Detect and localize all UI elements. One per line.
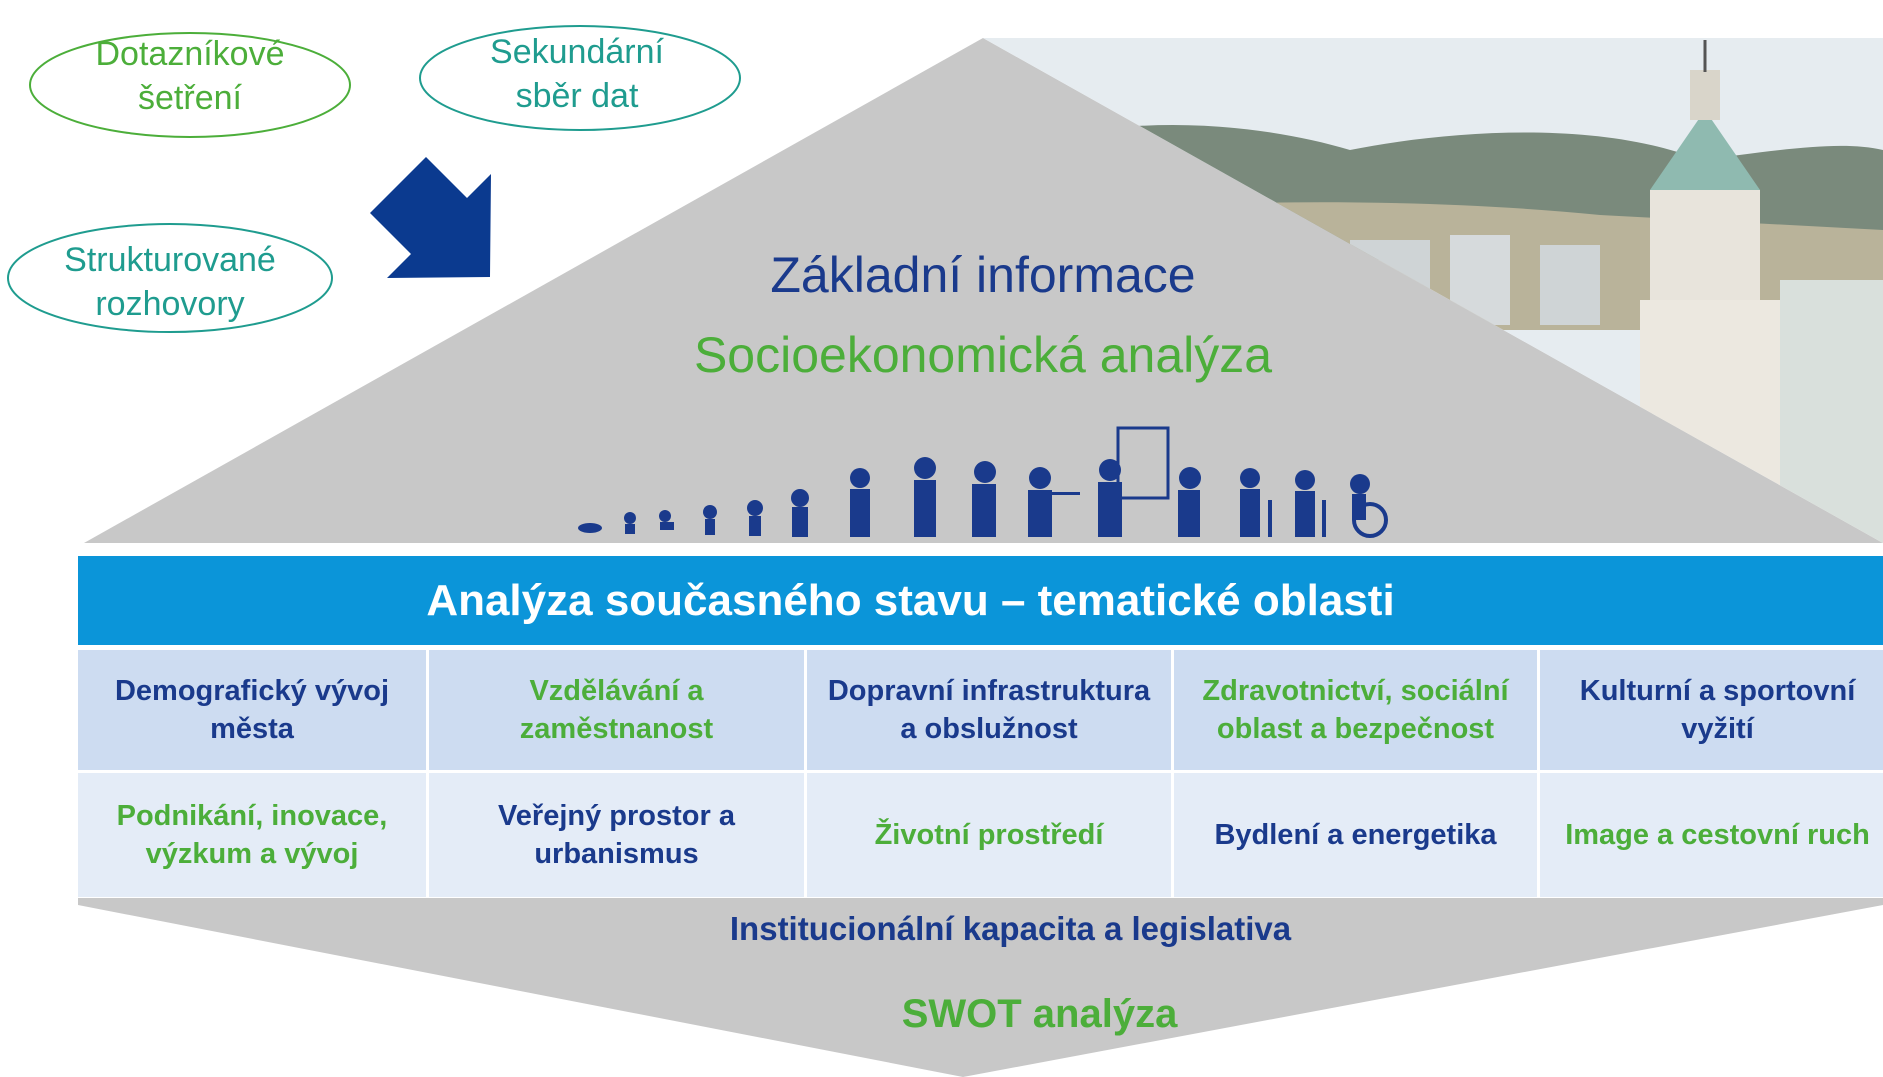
topic-cell: Kulturní a sportovní vyžití: [1540, 650, 1883, 770]
topic-cell: Bydlení a energetika: [1174, 773, 1537, 897]
topic-cell: Životní prostředí: [807, 773, 1171, 897]
topic-cell: Vzdělávání a zaměstnanost: [429, 650, 804, 770]
topic-cell: Zdravotnictví, sociální oblast a bezpečn…: [1174, 650, 1537, 770]
oval-line2: šetření: [138, 79, 242, 117]
topic-cell: Dopravní infrastruktura a obslužnost: [807, 650, 1171, 770]
oval-line1: Sekundární: [490, 33, 664, 71]
banner-title: Analýza současného stavu – tematické obl…: [426, 575, 1395, 625]
topic-cell: Demografický vývoj města: [78, 650, 426, 770]
arrow-down-right-icon: [370, 157, 491, 278]
topics-grid: Demografický vývoj města Vzdělávání a za…: [78, 650, 1883, 898]
swot-label: SWOT analýza: [0, 992, 1883, 1037]
lower-funnel: [78, 898, 1883, 1077]
oval-label-strukturovane: Strukturované rozhovory: [20, 238, 320, 326]
oval-sekundarni: [419, 25, 741, 131]
oval-label-dotaznikove: Dotazníkové šetření: [50, 32, 330, 120]
topic-cell: Veřejný prostor a urbanismus: [429, 773, 804, 897]
upper-triangle: [84, 38, 1883, 543]
oval-line1: Dotazníkové: [95, 35, 285, 73]
life-stages-icon: [578, 426, 1388, 538]
oval-strukturovane: [7, 223, 333, 333]
institutional-label: Institucionální kapacita a legislativa: [0, 910, 1883, 948]
oval-label-sekundarni: Sekundární sběr dat: [437, 30, 717, 118]
institutional-text: Institucionální kapacita a legislativa: [729, 910, 1292, 947]
oval-dotaznikove: [29, 32, 351, 138]
center-subtitle: Socioekonomická analýza: [693, 327, 1273, 383]
oval-line1: Strukturované: [64, 241, 276, 279]
oval-line2: rozhovory: [95, 285, 245, 323]
swot-text: SWOT analýza: [901, 992, 1178, 1036]
topics-banner: Analýza současného stavu – tematické obl…: [78, 556, 1883, 645]
oval-line2: sběr dat: [515, 77, 639, 115]
topic-cell: Image a cestovní ruch: [1540, 773, 1883, 897]
topic-cell: Podnikání, inovace, výzkum a vývoj: [78, 773, 426, 897]
center-title: Základní informace: [770, 247, 1196, 303]
